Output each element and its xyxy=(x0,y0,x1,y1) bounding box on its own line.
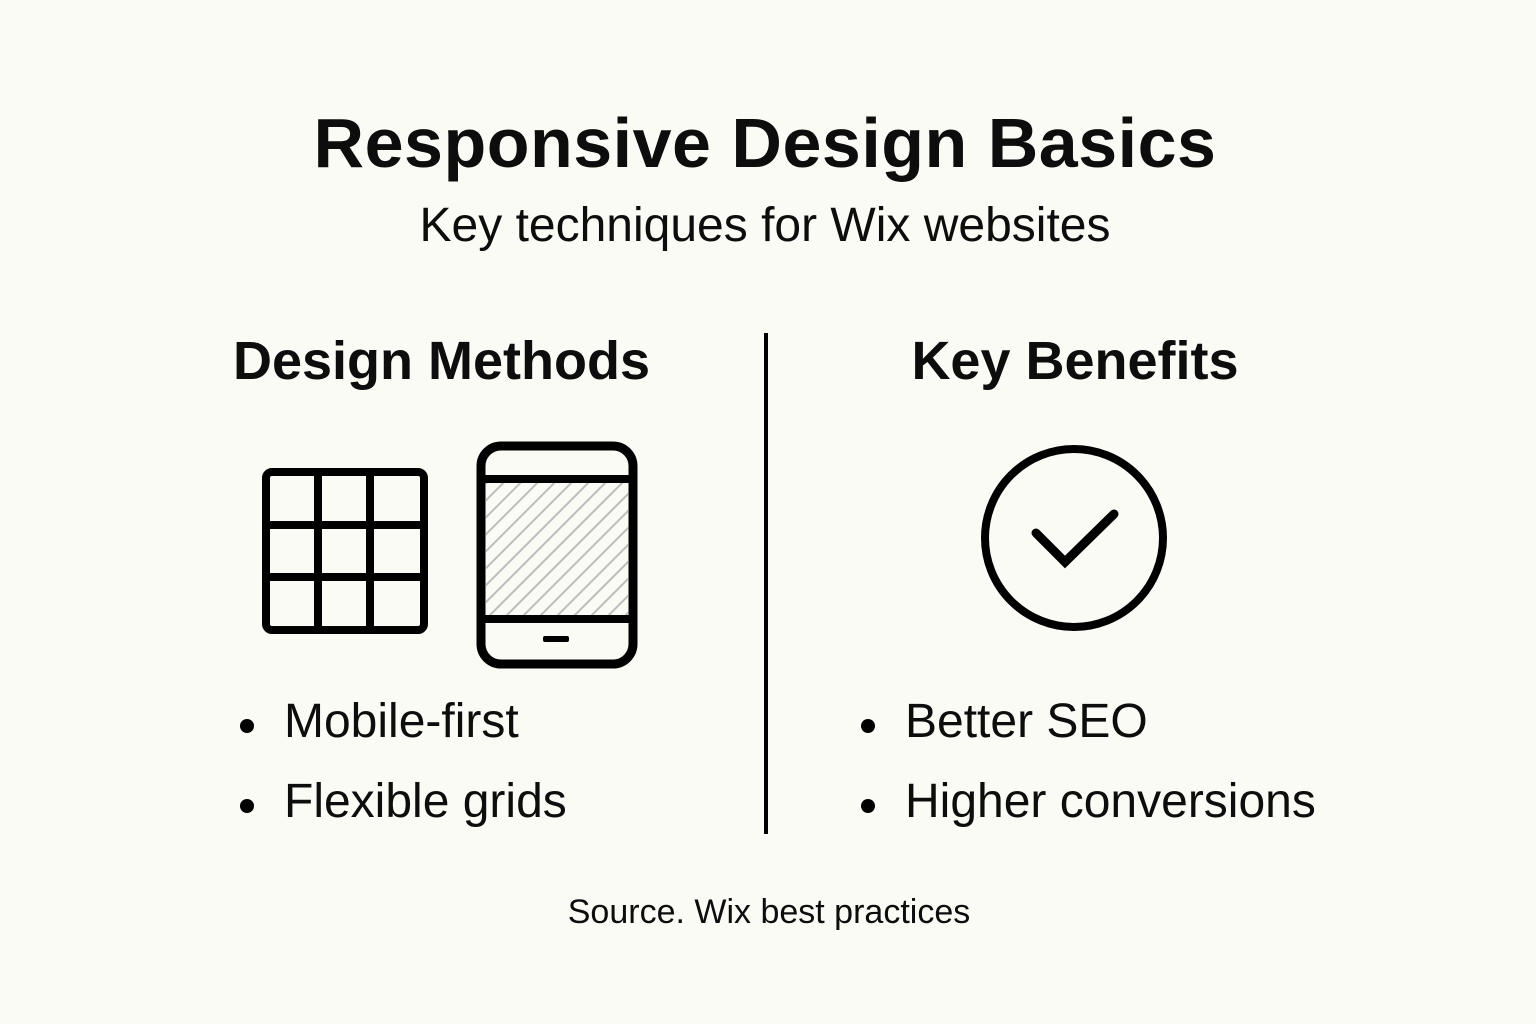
grid-icon xyxy=(262,468,428,634)
design-methods-list: Mobile-first Flexible grids xyxy=(237,682,567,842)
design-methods-heading: Design Methods xyxy=(232,331,651,391)
list-item: Mobile-first xyxy=(237,682,567,762)
list-item: Better SEO xyxy=(858,682,1316,762)
page-subtitle: Key techniques for Wix websites xyxy=(419,199,1111,252)
list-item: Higher conversions xyxy=(858,762,1316,842)
source-note: Source. Wix best practices xyxy=(567,893,971,931)
check-circle-icon xyxy=(981,445,1167,631)
page-title: Responsive Design Basics xyxy=(313,104,1217,182)
key-benefits-heading: Key Benefits xyxy=(911,331,1239,391)
column-divider xyxy=(764,333,768,834)
key-benefits-list: Better SEO Higher conversions xyxy=(858,682,1316,842)
list-item: Flexible grids xyxy=(237,762,567,842)
mobile-phone-icon xyxy=(476,441,638,669)
